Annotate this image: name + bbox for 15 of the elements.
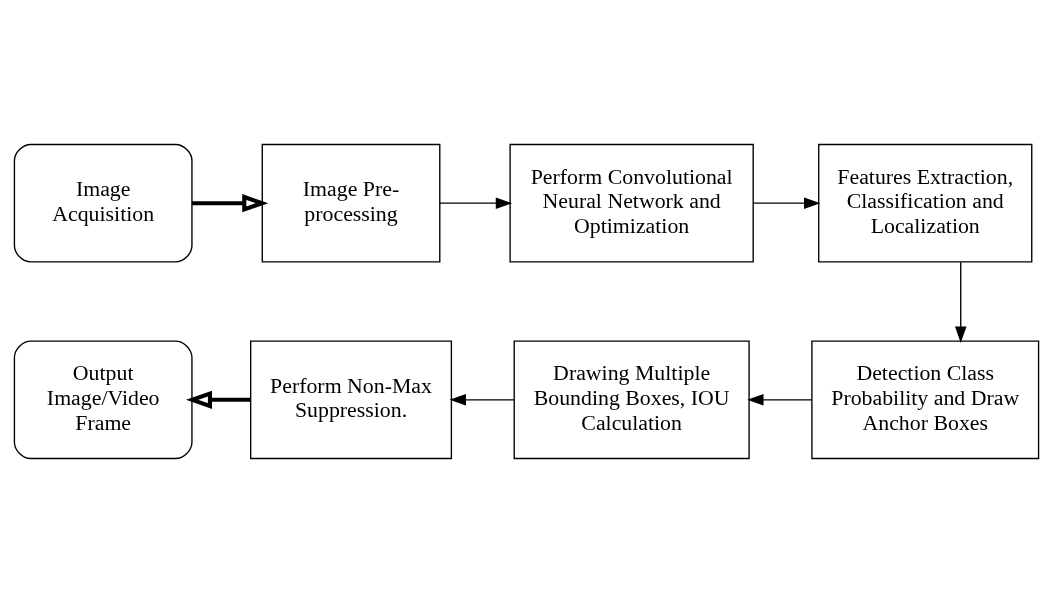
node-box: Image Pre-processing: [261, 143, 441, 263]
node-box: Perform Convolutional Neural Network and Optimization: [509, 143, 754, 263]
arrow: [449, 394, 515, 406]
arrow: [752, 197, 821, 209]
arrow: [186, 390, 251, 409]
node-box: Drawing Multiple Bounding Boxes, IOU Calculation: [513, 340, 750, 460]
node-box: Detection Class Probability and Draw Anchor Boxes: [811, 340, 1040, 460]
node-box: Perform Non-Max Suppression.: [249, 340, 453, 460]
arrow: [439, 197, 513, 209]
node-box: Features Extraction, Classification and Localization: [818, 143, 1033, 263]
node-box: Image Acquisition: [13, 143, 193, 263]
arrow: [747, 394, 813, 406]
node-box: Output Image/Video Frame: [13, 340, 193, 460]
arrow: [191, 194, 269, 213]
arrow: [955, 261, 967, 343]
